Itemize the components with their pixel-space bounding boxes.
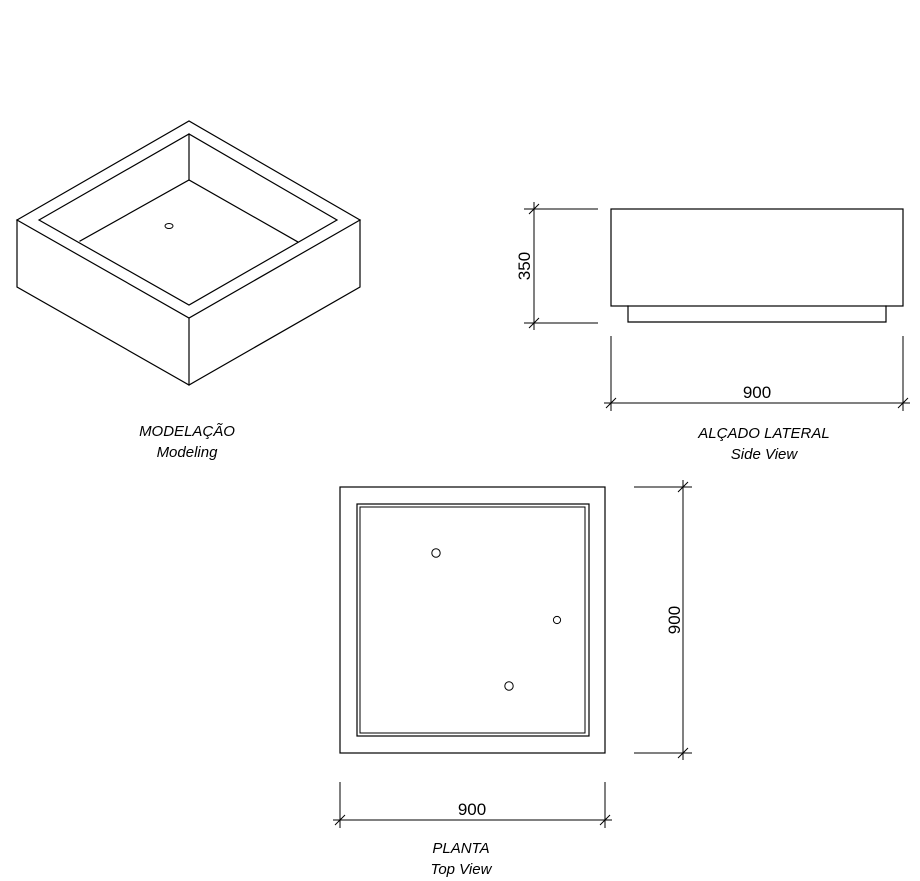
isometric-model-view [15,120,362,386]
side-height-label: 350 [515,252,534,280]
dimension-side-width: 900 [604,336,910,411]
side-body [610,208,904,307]
drain-hole [431,548,441,558]
top-view-caption: PLANTA Top View [361,838,561,880]
modeling-caption-pt: MODELAÇÃO [139,423,235,440]
side-view-caption: ALÇADO LATERAL Side View [664,423,864,465]
dimension-top-width: 900 [333,782,612,828]
dimension-top-depth: 900 [634,480,692,760]
side-view-caption-en: Side View [730,446,798,463]
side-view: 350 900 [515,202,910,411]
side-view-caption-pt: ALÇADO LATERAL [698,425,830,442]
dimension-side-height: 350 [515,202,598,330]
drain-hole [504,681,514,691]
top-depth-label: 900 [665,606,684,634]
side-base [627,305,887,323]
modeling-caption-en: Modeling [156,444,218,461]
modeling-caption: MODELAÇÃO Modeling [87,421,287,463]
top-width-label: 900 [458,800,486,819]
top-view: 900 900 [333,480,692,828]
drain-hole [164,223,174,229]
top-view-caption-en: Top View [430,861,492,878]
top-view-caption-pt: PLANTA [432,840,490,857]
drain-hole [552,615,562,625]
side-width-label: 900 [743,383,771,402]
plan-inner-floor [359,506,586,734]
plan-outer [339,486,606,754]
plan-inner-rim [356,503,590,737]
